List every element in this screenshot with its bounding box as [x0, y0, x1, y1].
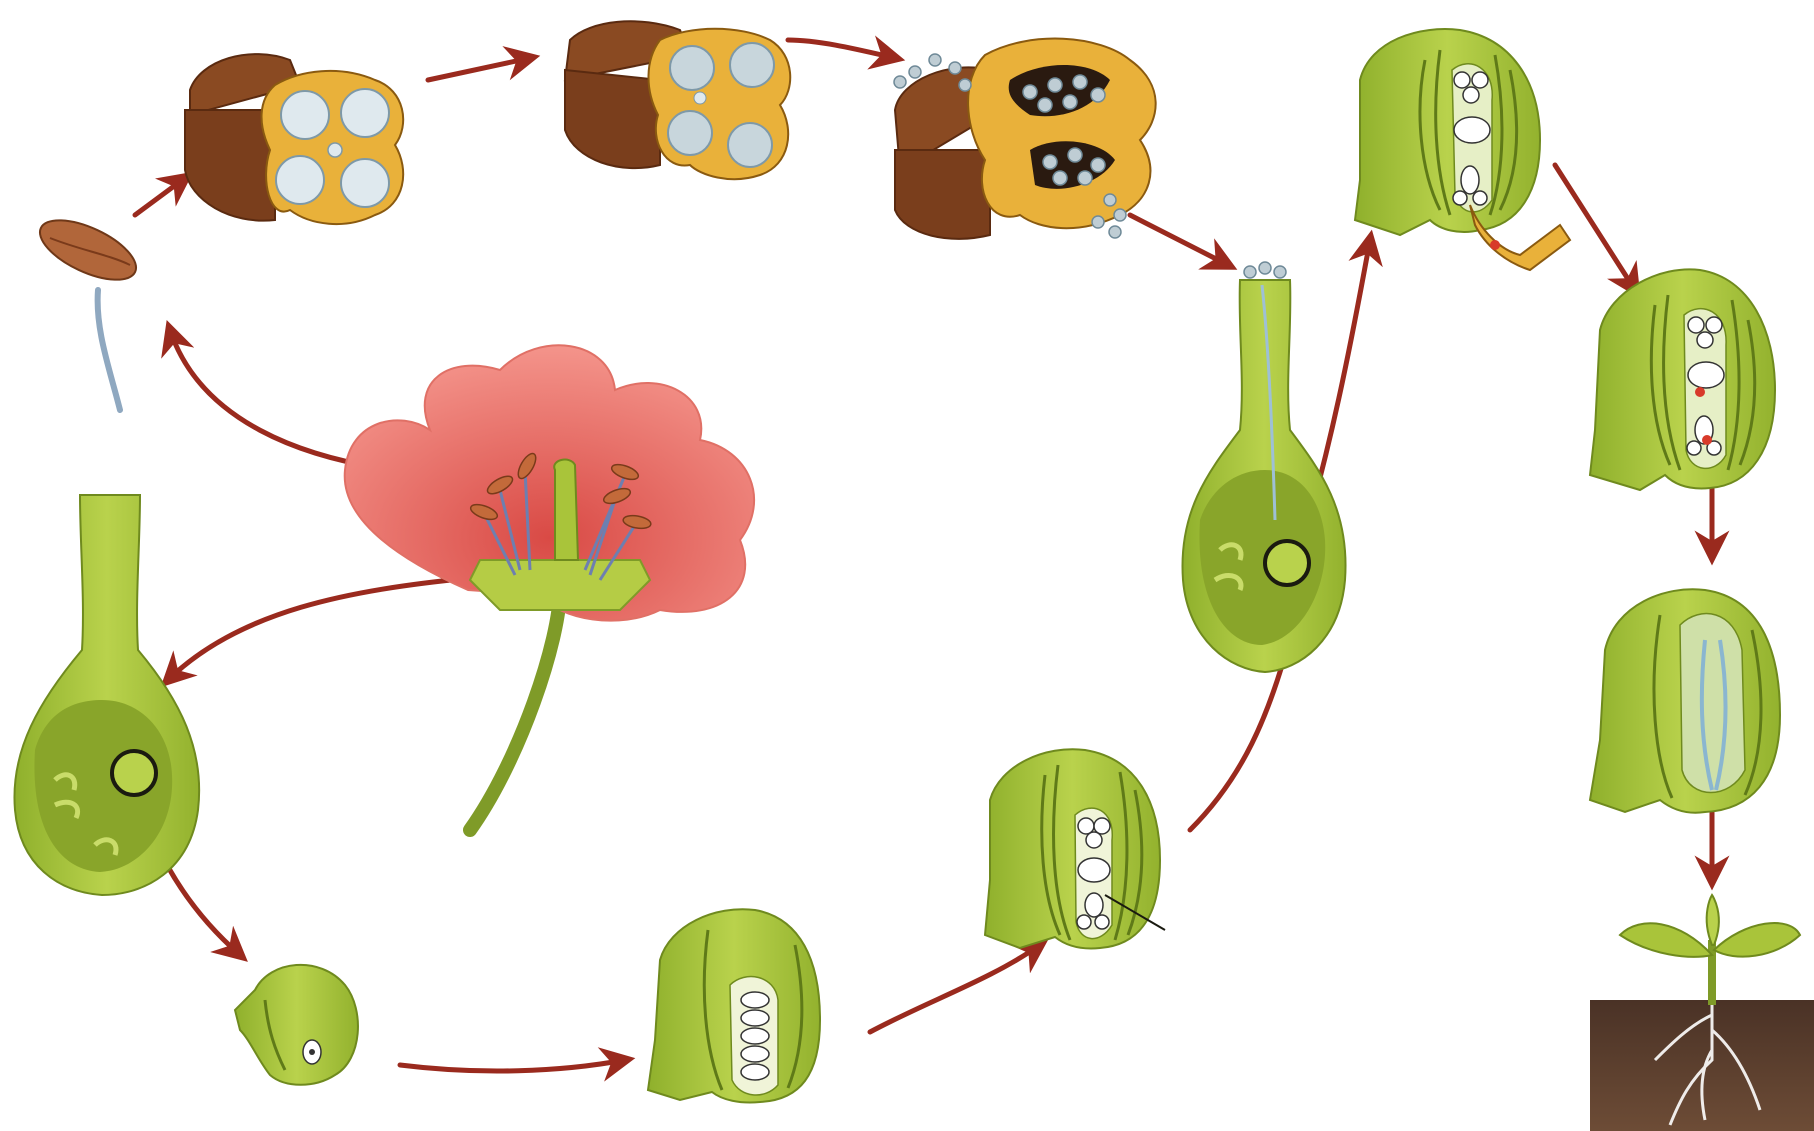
- arrow-young-ovule-to-megaspores: [400, 1060, 625, 1071]
- ovule-embryo-sac-icon: [985, 749, 1165, 948]
- arrow-flower-to-pistil: [168, 578, 470, 680]
- anther-releasing-pollen-icon: [894, 39, 1156, 239]
- arrow-pollen-to-stigma: [1130, 215, 1228, 265]
- arrow-anther-to-microspores: [428, 58, 530, 80]
- pistil-icon: [14, 495, 199, 895]
- ovule-double-fertilization-icon: [1590, 269, 1775, 490]
- arrow-megaspores-to-embryo-sac: [870, 945, 1040, 1032]
- arrow-ovule-to-fertilization: [1555, 165, 1635, 290]
- anther-microspores-icon: [565, 21, 790, 179]
- ovule-with-pollen-tube-icon: [1355, 29, 1570, 270]
- stamen-icon: [32, 208, 145, 410]
- anther-cross-section-icon: [185, 54, 403, 224]
- ovule-megaspores-icon: [648, 909, 820, 1102]
- arrow-stamen-to-anther: [135, 178, 185, 215]
- seedling-icon: [1590, 895, 1814, 1131]
- seed-with-embryo-icon: [1590, 589, 1780, 812]
- arrow-microspores-to-dehiscing: [788, 40, 895, 58]
- young-ovule-icon: [235, 965, 358, 1085]
